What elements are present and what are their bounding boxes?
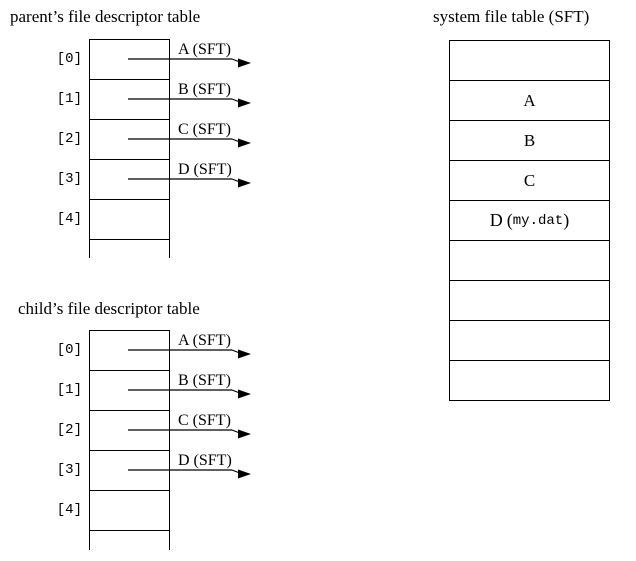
paren-open: ( bbox=[506, 210, 513, 230]
sft-table: A B C D(my.dat) bbox=[449, 40, 610, 401]
fd-index-label: [2] bbox=[56, 131, 82, 147]
sft-entry-d: D bbox=[489, 210, 503, 230]
fd-index-label: [2] bbox=[56, 422, 82, 438]
sft-pointer-label: C (SFT) bbox=[178, 121, 231, 138]
fd-index-label: [4] bbox=[56, 211, 82, 227]
pointer-arrow bbox=[128, 349, 251, 359]
sft-cell bbox=[450, 241, 609, 281]
sft-cell: B bbox=[450, 121, 609, 161]
pointer-arrow bbox=[128, 429, 251, 439]
parent-table-title: parent’s file descriptor table bbox=[10, 7, 201, 26]
sft-cell bbox=[450, 281, 609, 321]
pointer-arrow bbox=[128, 98, 251, 108]
sft-pointer-label: C (SFT) bbox=[178, 412, 231, 429]
fd-cell bbox=[90, 451, 169, 491]
fd-index-label: [1] bbox=[56, 382, 82, 398]
fd-cell bbox=[90, 491, 169, 531]
sft-cell: A bbox=[450, 81, 609, 121]
fd-index-label: [0] bbox=[56, 342, 82, 358]
paren-close: ) bbox=[563, 210, 570, 230]
fd-index-label: [4] bbox=[56, 502, 82, 518]
fd-cell bbox=[90, 120, 169, 160]
pointer-arrow bbox=[128, 389, 251, 399]
fd-index-label: [3] bbox=[56, 462, 82, 478]
sft-pointer-label: B (SFT) bbox=[178, 372, 231, 389]
sft-pointer-label: A (SFT) bbox=[178, 41, 231, 58]
fd-index-label: [3] bbox=[56, 171, 82, 187]
fd-index-label: [0] bbox=[56, 51, 82, 67]
sft-title: system file table (SFT) bbox=[433, 7, 590, 26]
fd-cell bbox=[90, 331, 169, 371]
child-fd-table bbox=[89, 330, 170, 550]
fd-cell bbox=[90, 411, 169, 451]
sft-pointer-label: B (SFT) bbox=[178, 81, 231, 98]
child-table-title: child’s file descriptor table bbox=[18, 299, 200, 318]
pointer-arrow bbox=[128, 178, 251, 188]
sft-cell bbox=[450, 321, 609, 361]
pointer-arrow bbox=[128, 469, 251, 479]
fd-cell bbox=[90, 80, 169, 120]
parent-fd-table bbox=[89, 39, 170, 258]
sft-cell bbox=[450, 361, 609, 400]
fd-cell bbox=[90, 200, 169, 240]
pointer-arrow bbox=[128, 138, 251, 148]
sft-pointer-label: D (SFT) bbox=[178, 452, 232, 469]
sft-pointer-label: D (SFT) bbox=[178, 161, 232, 178]
sft-entry-d-filename: my.dat bbox=[512, 212, 564, 229]
fd-cell bbox=[90, 160, 169, 200]
sft-cell-d: D(my.dat) bbox=[450, 201, 609, 241]
fd-index-label: [1] bbox=[56, 91, 82, 107]
sft-pointer-label: A (SFT) bbox=[178, 332, 231, 349]
sft-cell bbox=[450, 41, 609, 81]
pointer-arrow bbox=[128, 58, 251, 68]
sft-cell: C bbox=[450, 161, 609, 201]
fd-cell bbox=[90, 371, 169, 411]
fd-cell bbox=[90, 40, 169, 80]
